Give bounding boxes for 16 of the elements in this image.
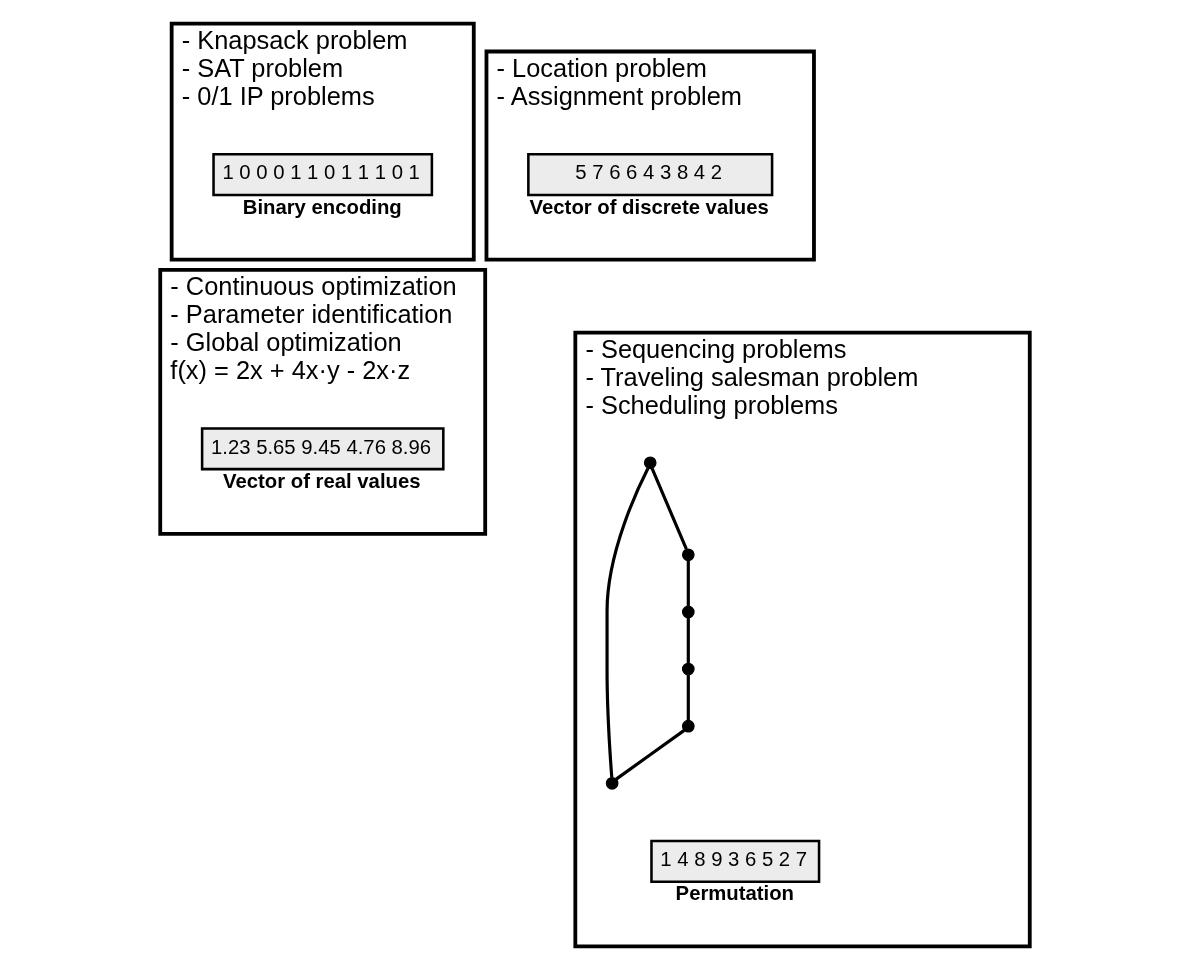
connector bbox=[686, 675, 690, 721]
connector bbox=[615, 729, 686, 781]
node-circle bbox=[681, 662, 695, 676]
node-label: Vector of discrete values bbox=[529, 195, 769, 218]
node-circle bbox=[605, 776, 619, 790]
node-circle bbox=[681, 719, 695, 733]
connector bbox=[605, 467, 650, 778]
connector bbox=[686, 617, 690, 664]
node-label: Permutation bbox=[675, 882, 795, 905]
node-label: Vector of real values bbox=[223, 469, 421, 492]
node-label: Binary encoding bbox=[242, 195, 402, 218]
node-circle bbox=[681, 605, 695, 619]
connector bbox=[650, 467, 688, 550]
node-circle bbox=[643, 456, 657, 470]
connector bbox=[686, 560, 690, 606]
node-circle bbox=[681, 548, 695, 562]
